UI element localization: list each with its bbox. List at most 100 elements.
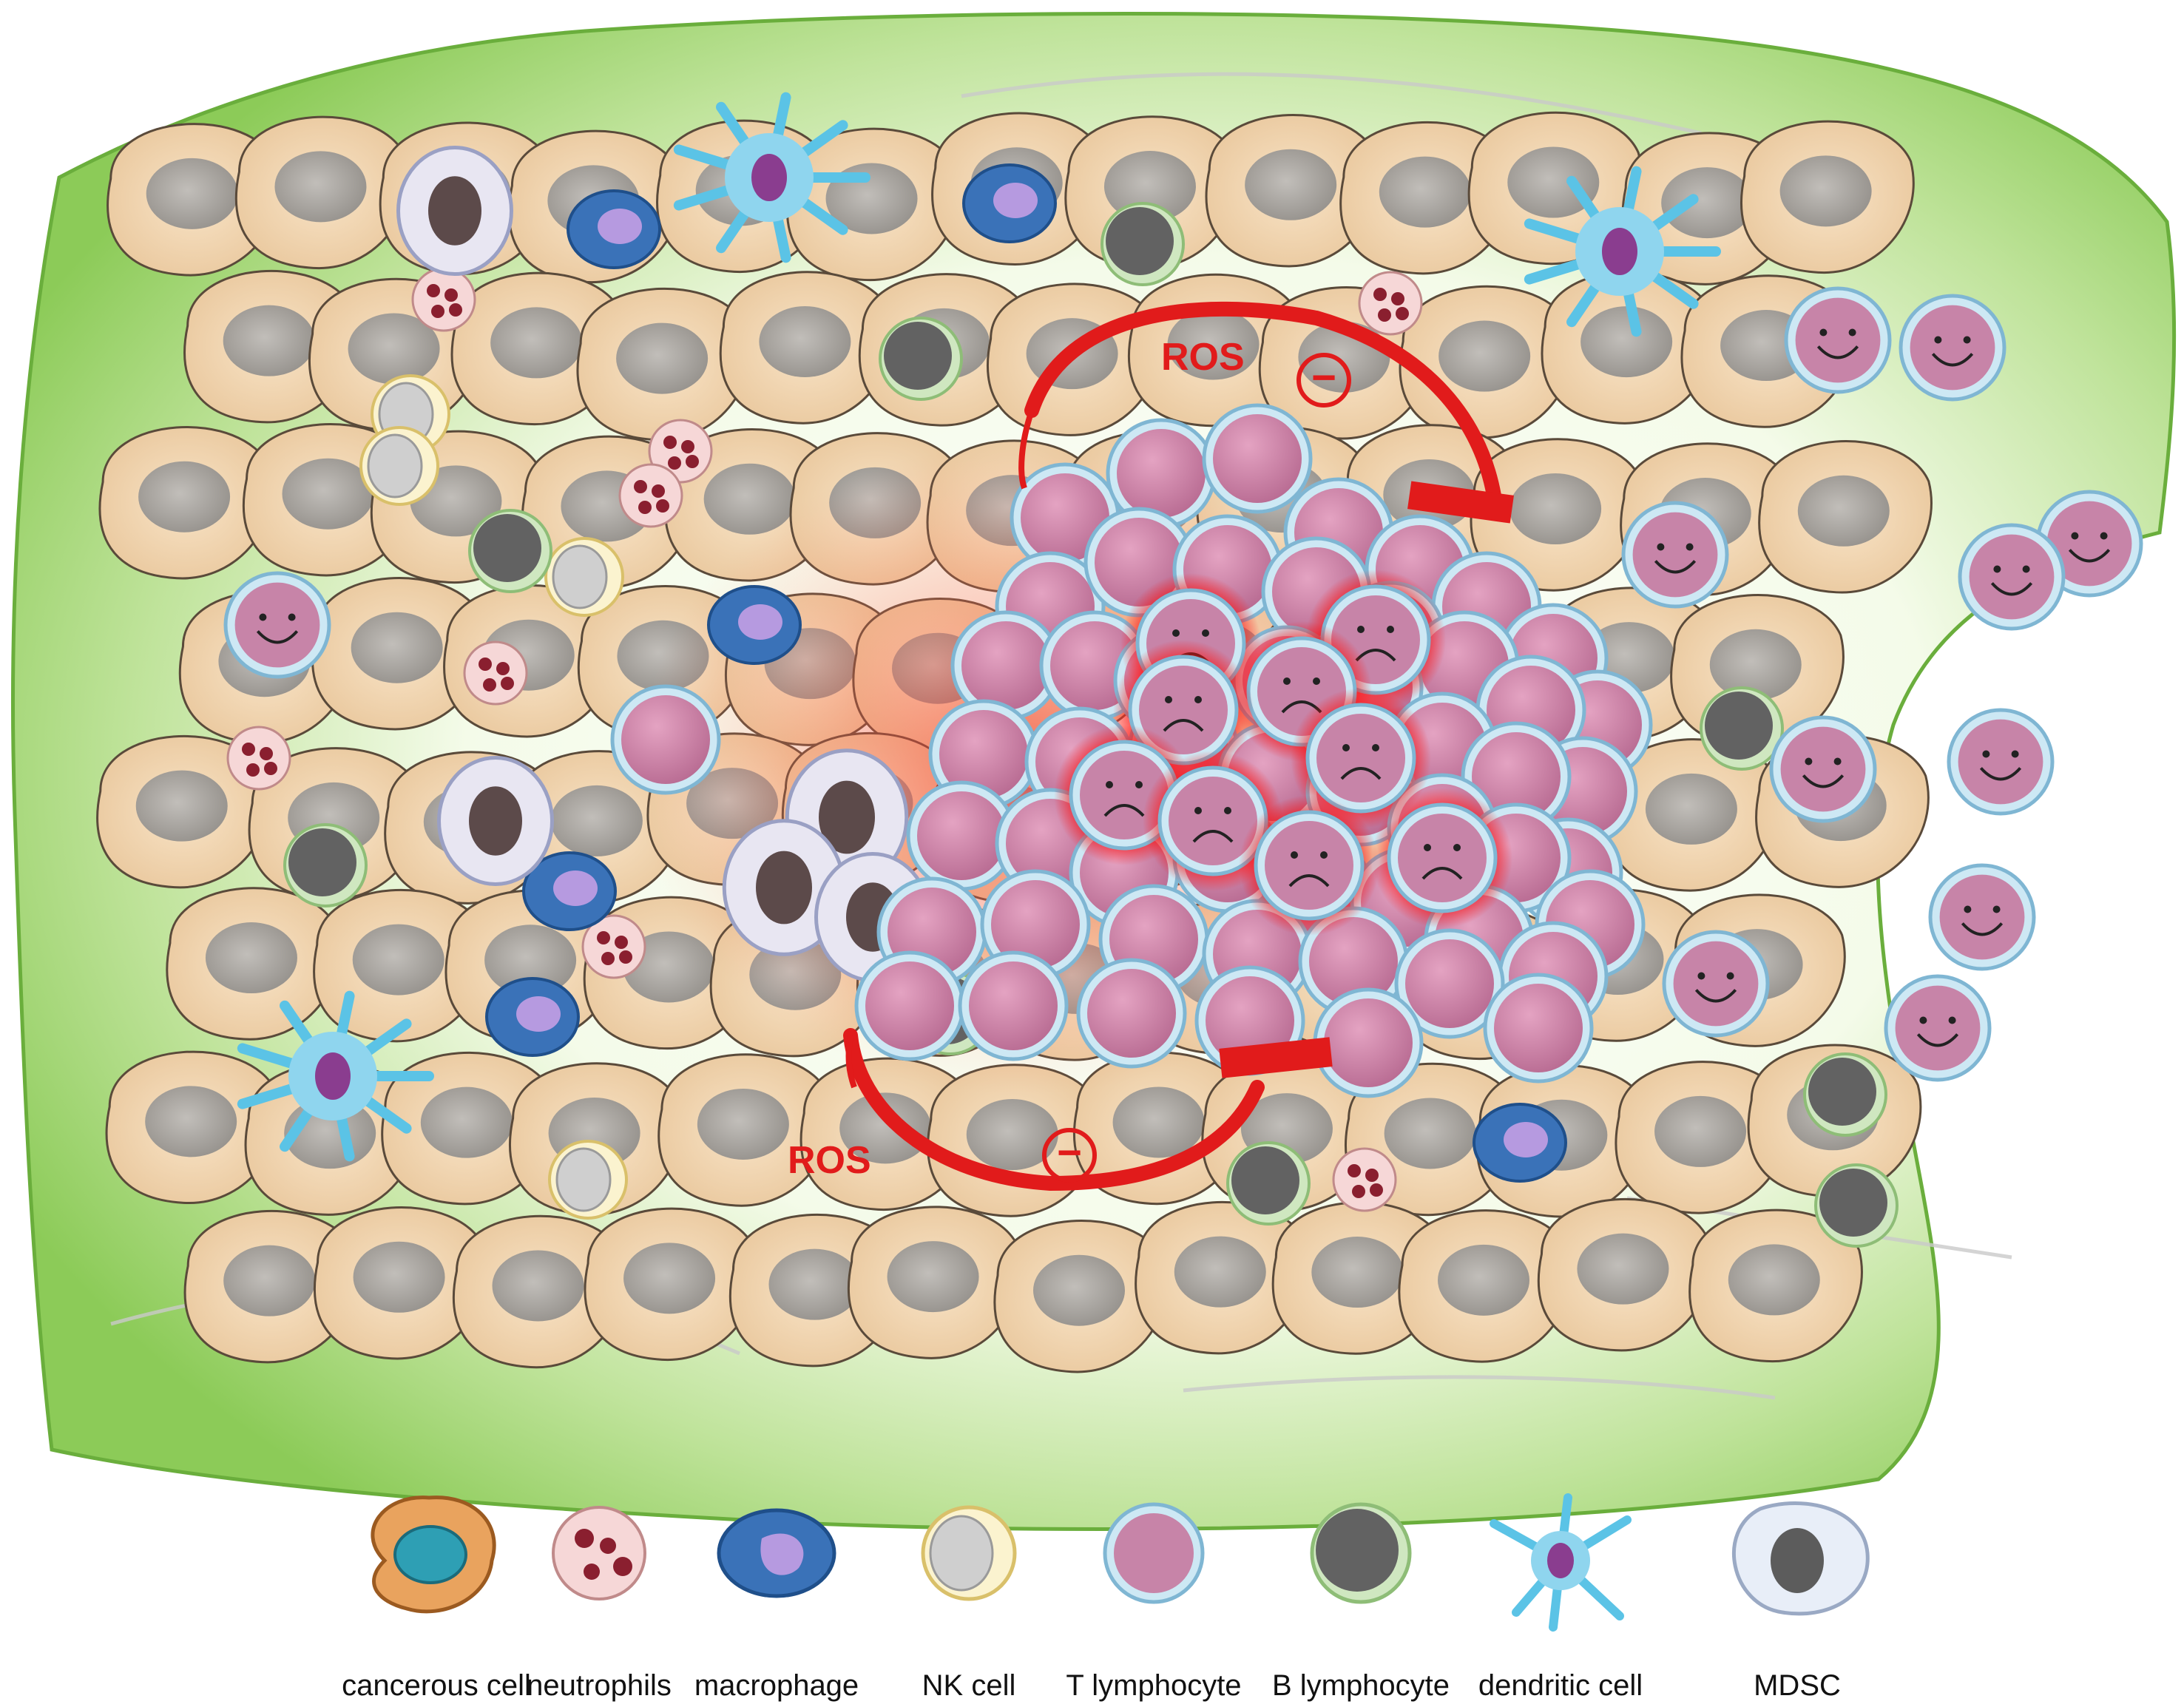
legend-label-t-lymphocyte: T lymphocyte bbox=[1066, 1669, 1241, 1702]
legend-item-macrophage: macrophage bbox=[694, 1508, 859, 1702]
tumor-cell bbox=[576, 287, 751, 442]
ros-inhibition-bottom: ROS − bbox=[788, 1028, 1333, 1191]
t-lymphocyte-icon bbox=[610, 684, 721, 795]
ros-inhibition-top: ROS − bbox=[1018, 301, 1514, 524]
neutrophil-icon bbox=[1332, 1147, 1397, 1212]
legend-item-b-lymphocyte: B lymphocyte bbox=[1272, 1502, 1450, 1702]
legend-label-b-lymphocyte: B lymphocyte bbox=[1272, 1669, 1450, 1702]
legend-label-cancerous-cell: cancerous cell bbox=[342, 1669, 531, 1702]
legend-item-t-lymphocyte: T lymphocyte bbox=[1066, 1502, 1242, 1702]
tumor-cell bbox=[584, 1207, 759, 1361]
neutrophil-icon bbox=[226, 726, 291, 791]
tumor-cell bbox=[993, 1219, 1169, 1373]
tumor-cell bbox=[107, 123, 281, 277]
legend-label-nk-cell: NK cell bbox=[922, 1669, 1016, 1702]
macrophage-icon bbox=[567, 189, 661, 269]
macrophage-icon bbox=[485, 977, 580, 1057]
t-lymphocyte-icon bbox=[854, 950, 965, 1061]
tumor-cell bbox=[453, 1214, 627, 1369]
tumor-cell bbox=[1740, 120, 1915, 274]
macrophage-icon bbox=[522, 851, 617, 931]
t-lymphocyte-icon bbox=[1106, 418, 1217, 529]
t-lymphocyte-icon bbox=[1621, 501, 1729, 609]
ros-label-bottom: ROS bbox=[788, 1139, 871, 1182]
t-lymphocyte-cluster bbox=[610, 403, 1653, 1098]
tumor-cell bbox=[313, 888, 487, 1043]
tumor-cell bbox=[98, 425, 274, 580]
tumor-cell bbox=[1537, 1197, 1712, 1352]
dendritic-cell-icon bbox=[1524, 166, 1721, 337]
mdsc-icon bbox=[722, 819, 846, 956]
tumor-cell bbox=[311, 576, 486, 731]
legend-label-mdsc: MDSC bbox=[1754, 1669, 1841, 1702]
t-lymphocyte-icon bbox=[1662, 930, 1770, 1038]
tumor-cell bbox=[1205, 114, 1380, 268]
ros-label-top: ROS bbox=[1161, 336, 1245, 379]
t-lymphocyte-icon bbox=[1899, 294, 2006, 402]
tumor-cell bbox=[1135, 1200, 1309, 1355]
legend-item-cancerous-cell: cancerous cell bbox=[342, 1495, 531, 1702]
stressed-t-lymphocyte-icon bbox=[1372, 788, 1512, 928]
tumor-cell bbox=[1615, 1061, 1790, 1214]
b-lymphocyte-icon bbox=[1814, 1163, 1899, 1248]
legend: cancerous cell neutrophils macrophage NK… bbox=[342, 1493, 1870, 1702]
nk-cell-icon bbox=[548, 1140, 628, 1220]
legend-label-dendritic-cell: dendritic cell bbox=[1478, 1669, 1643, 1702]
t-lymphocyte-icon bbox=[2035, 490, 2143, 598]
inhibit-minus-bottom: − bbox=[1057, 1129, 1082, 1177]
dendritic-cell-icon bbox=[237, 990, 434, 1162]
t-lymphocyte-icon bbox=[1076, 958, 1187, 1069]
mdsc-icon bbox=[396, 146, 513, 276]
tumor-cell bbox=[1398, 1209, 1573, 1363]
legend-item-dendritic-cell: dendritic cell bbox=[1478, 1493, 1643, 1702]
legend-item-neutrophils: neutrophils bbox=[527, 1506, 672, 1702]
nk-cell-icon bbox=[359, 426, 439, 506]
neutrophil-icon bbox=[1358, 271, 1423, 336]
b-lymphocyte-icon bbox=[1700, 686, 1784, 771]
b-lymphocyte-icon bbox=[879, 317, 963, 401]
t-lymphocyte-icon bbox=[1313, 987, 1424, 1098]
dendritic-cell-icon bbox=[673, 92, 870, 263]
stressed-t-lymphocyte-icon bbox=[1239, 795, 1379, 936]
tumor-cell bbox=[183, 1209, 359, 1364]
t-lymphocyte-icon bbox=[1958, 523, 2066, 631]
macrophage-icon bbox=[707, 585, 802, 665]
macrophage-icon bbox=[1473, 1103, 1567, 1183]
neutrophil-icon bbox=[463, 640, 528, 706]
inhibit-minus-top: − bbox=[1311, 354, 1336, 402]
b-lymphocyte-icon bbox=[468, 509, 552, 593]
immune-cell-layer bbox=[223, 92, 2143, 1248]
neutrophil-icon bbox=[618, 463, 683, 528]
tumor-cell bbox=[105, 1050, 280, 1204]
tumor-cell bbox=[234, 115, 410, 269]
tumor-cell bbox=[314, 1206, 488, 1360]
neutrophil-icon bbox=[411, 267, 476, 332]
b-lymphocyte-icon bbox=[1803, 1052, 1887, 1137]
tumor-cell bbox=[657, 1053, 833, 1207]
b-lymphocyte-icon bbox=[283, 823, 368, 907]
tumor-cell bbox=[848, 1206, 1022, 1359]
stressed-t-lymphocyte-icon bbox=[1291, 688, 1431, 828]
t-lymphocyte-icon bbox=[1769, 715, 1877, 823]
b-lymphocyte-icon bbox=[1101, 202, 1185, 286]
inhibit-sign-top bbox=[1296, 353, 1351, 408]
t-lymphocyte-icon bbox=[223, 571, 331, 679]
t-lymphocyte-icon bbox=[1298, 906, 1409, 1017]
t-lymphocyte-icon bbox=[1784, 286, 1892, 394]
t-lymphocyte-icon bbox=[1928, 863, 2036, 971]
t-lymphocyte-icon bbox=[1884, 974, 1992, 1082]
t-lymphocyte-icon bbox=[1947, 708, 2055, 816]
legend-item-nk-cell: NK cell bbox=[921, 1505, 1017, 1702]
legend-item-mdsc: MDSC bbox=[1732, 1501, 1870, 1702]
tumor-cell bbox=[1339, 121, 1514, 275]
tumor-cell bbox=[96, 734, 271, 889]
inhibit-sign-bottom bbox=[1042, 1128, 1097, 1183]
neutrophil-icon bbox=[552, 1506, 646, 1600]
legend-label-neutrophils: neutrophils bbox=[527, 1669, 672, 1702]
t-lymphocyte-icon bbox=[1394, 928, 1505, 1039]
tumor-cell bbox=[1606, 738, 1781, 892]
nk-cell-icon bbox=[544, 537, 624, 617]
t-lymphocyte-icon bbox=[1202, 403, 1313, 514]
tumor-cell bbox=[1758, 440, 1933, 594]
